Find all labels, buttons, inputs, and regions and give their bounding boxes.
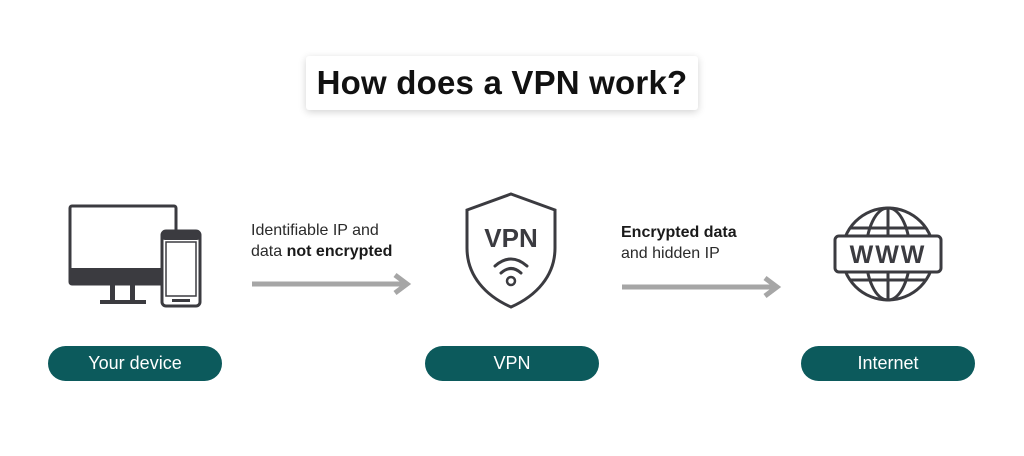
- edge-caption-line: data not encrypted: [251, 241, 392, 262]
- edge-caption-emphasis: Encrypted data: [621, 224, 737, 241]
- arrow-right-icon: [622, 276, 786, 303]
- arrow-right-icon: [252, 273, 416, 300]
- edge-caption-encrypted: Encrypted data and hidden IP: [621, 222, 737, 264]
- edge-caption-line: Encrypted data: [621, 222, 737, 243]
- globe-text: WWW: [850, 241, 927, 269]
- desktop-and-phone-icon: [66, 204, 206, 310]
- edge-caption-emphasis: not encrypted: [286, 243, 393, 260]
- edge-caption-unencrypted: Identifiable IP and data not encrypted: [251, 220, 392, 262]
- page-title: How does a VPN work?: [316, 64, 688, 101]
- node-label-your-device: Your device: [48, 346, 222, 381]
- title-box: How does a VPN work?: [306, 56, 698, 110]
- vpn-shield-icon: VPN: [464, 192, 558, 310]
- node-label-internet: Internet: [801, 346, 975, 381]
- edge-caption-line: and hidden IP: [621, 245, 720, 262]
- edge-caption-line: Identifiable IP and: [251, 222, 379, 239]
- edge-caption-text: data: [251, 243, 287, 260]
- shield-text: VPN: [484, 223, 537, 253]
- node-label-vpn: VPN: [425, 346, 599, 381]
- globe-www-icon: WWW: [832, 204, 944, 304]
